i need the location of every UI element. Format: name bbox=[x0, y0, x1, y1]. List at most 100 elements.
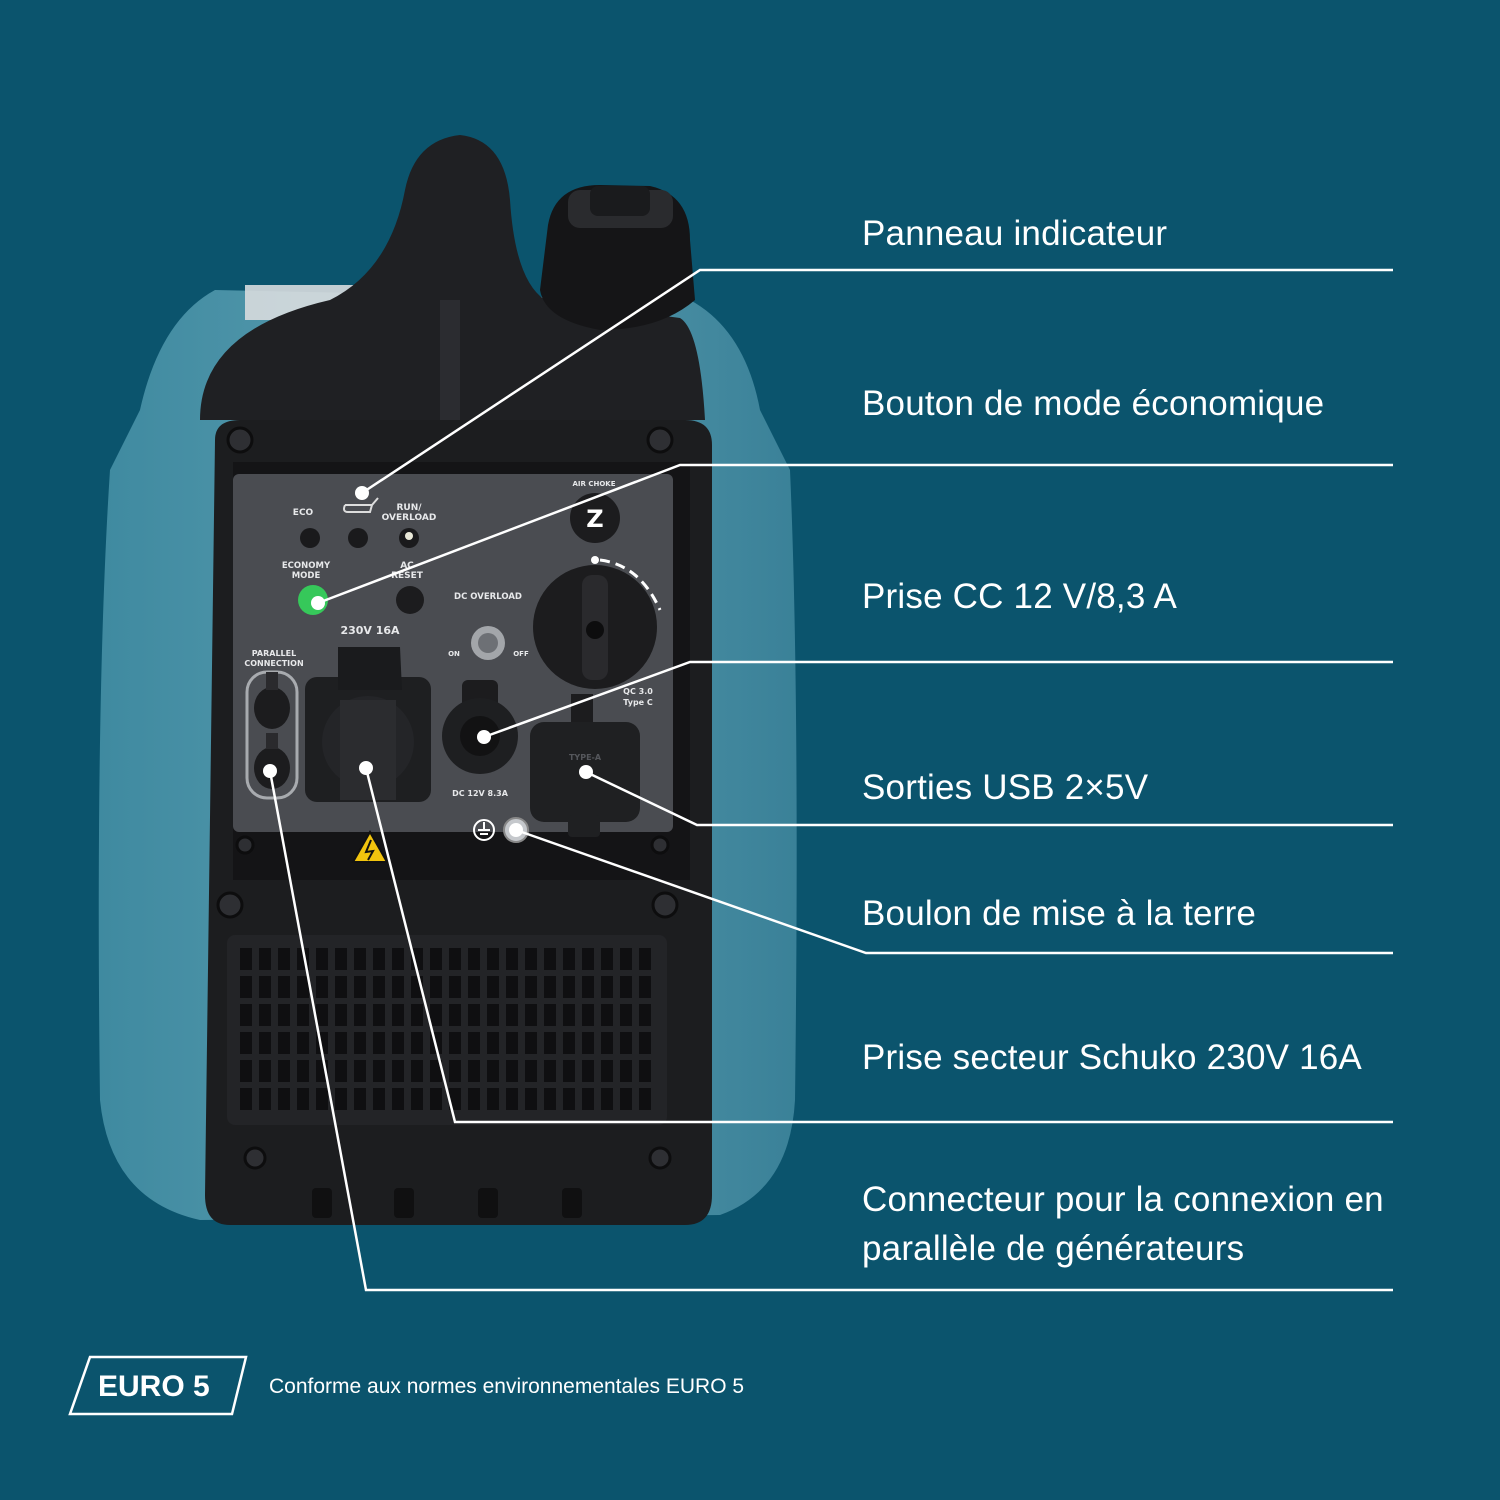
label-usb-outputs: Sorties USB 2×5V bbox=[862, 768, 1149, 807]
vent-slot bbox=[639, 1032, 651, 1054]
vent-slot bbox=[601, 1032, 613, 1054]
vent-slot bbox=[639, 948, 651, 970]
panel-qc-text: QC 3.0 bbox=[623, 687, 653, 696]
air-choke-knob[interactable] bbox=[570, 493, 620, 543]
vent-slot bbox=[373, 1060, 385, 1082]
vent-slot bbox=[544, 1004, 556, 1026]
vent-slot bbox=[259, 1060, 271, 1082]
vent-slot bbox=[259, 1088, 271, 1110]
vent-slot bbox=[525, 948, 537, 970]
vent-slot bbox=[411, 1004, 423, 1026]
vent-slot bbox=[544, 1032, 556, 1054]
parallel-connector-caps[interactable] bbox=[254, 672, 290, 789]
vent-slot bbox=[297, 1088, 309, 1110]
vent-slot bbox=[601, 1088, 613, 1110]
label-parallel-line1: Connecteur pour la connexion en bbox=[862, 1180, 1384, 1219]
leader-line-parallel bbox=[268, 770, 1393, 1292]
vent-slot bbox=[487, 948, 499, 970]
vent-slot bbox=[487, 1032, 499, 1054]
vent-slot bbox=[278, 1032, 290, 1054]
panel-typec-text: Type C bbox=[623, 698, 653, 707]
vent-slot bbox=[468, 1004, 480, 1026]
vent-slot bbox=[392, 948, 404, 970]
vent-slot bbox=[411, 1088, 423, 1110]
vent-slot bbox=[316, 1088, 328, 1110]
vent-slot bbox=[430, 1088, 442, 1110]
panel-economy-text: ECONOMY bbox=[282, 561, 331, 571]
panel-run-text: RUN/ bbox=[396, 503, 422, 513]
vent-slot bbox=[240, 1088, 252, 1110]
leader-line-schuko bbox=[364, 767, 1393, 1124]
vent-slot bbox=[487, 1088, 499, 1110]
vent-slot bbox=[392, 1004, 404, 1026]
panel-eco-text: ECO bbox=[293, 508, 314, 518]
vent-slot bbox=[392, 976, 404, 998]
vent-slot bbox=[468, 1032, 480, 1054]
vent-slot bbox=[620, 976, 632, 998]
label-ground-bolt: Boulon de mise à la terre bbox=[862, 894, 1257, 933]
vent-slot bbox=[392, 1060, 404, 1082]
vent-slot bbox=[468, 1088, 480, 1110]
vent-slot bbox=[506, 1088, 518, 1110]
vent-slot bbox=[335, 1060, 347, 1082]
panel-overload-text: OVERLOAD bbox=[382, 513, 437, 523]
vent-slot bbox=[278, 976, 290, 998]
vent-slot bbox=[506, 948, 518, 970]
vent-slot bbox=[354, 948, 366, 970]
vent-slot bbox=[240, 1032, 252, 1054]
vent-slot bbox=[335, 976, 347, 998]
vent-slot bbox=[468, 1060, 480, 1082]
vent-slot bbox=[525, 1032, 537, 1054]
vent-slot bbox=[430, 1060, 442, 1082]
vent-slot bbox=[373, 1032, 385, 1054]
vent-slot bbox=[582, 948, 594, 970]
vent-slot bbox=[563, 948, 575, 970]
vent-slot bbox=[297, 1060, 309, 1082]
vent-slot bbox=[620, 1088, 632, 1110]
label-eco-button: Bouton de mode économique bbox=[862, 384, 1325, 423]
vent-slot bbox=[525, 1060, 537, 1082]
vent-slot bbox=[411, 1060, 423, 1082]
vent-slot bbox=[544, 976, 556, 998]
vent-slot bbox=[620, 1004, 632, 1026]
indicator-lights bbox=[300, 528, 419, 548]
vent-slot bbox=[335, 948, 347, 970]
vent-slot bbox=[259, 948, 271, 970]
vent-slot bbox=[563, 1004, 575, 1026]
vent-slot bbox=[392, 1088, 404, 1110]
vent-slot bbox=[297, 1032, 309, 1054]
label-parallel-line2: parallèle de générateurs bbox=[862, 1229, 1245, 1268]
vent-slot bbox=[563, 976, 575, 998]
vent-slot bbox=[582, 1060, 594, 1082]
vent-slot bbox=[563, 1088, 575, 1110]
vent-slot bbox=[582, 1032, 594, 1054]
vent-slot bbox=[620, 948, 632, 970]
vent-slot bbox=[639, 1060, 651, 1082]
vent-slot bbox=[373, 976, 385, 998]
vent-slot bbox=[525, 976, 537, 998]
dc-overload-breaker[interactable] bbox=[471, 626, 505, 660]
vent-slot bbox=[601, 1060, 613, 1082]
vent-slot bbox=[297, 1004, 309, 1026]
vent-slot bbox=[373, 1088, 385, 1110]
vent-slot bbox=[278, 1004, 290, 1026]
fuel-switch-dial[interactable] bbox=[533, 556, 662, 689]
vent-slot bbox=[259, 1032, 271, 1054]
vent-slot bbox=[354, 1032, 366, 1054]
electric-warning-icon bbox=[351, 829, 389, 863]
vent-slot bbox=[525, 1004, 537, 1026]
vent-slot bbox=[430, 976, 442, 998]
euro5-badge-text: EURO 5 bbox=[98, 1370, 210, 1403]
usb-cover-text: TYPE-A bbox=[569, 753, 602, 762]
vent-slot bbox=[449, 1060, 461, 1082]
vent-slot bbox=[639, 976, 651, 998]
vent-slot bbox=[354, 976, 366, 998]
ac-reset-button[interactable] bbox=[396, 586, 424, 614]
leader-line-dots bbox=[263, 486, 593, 837]
vent-slot bbox=[468, 976, 480, 998]
panel-reset-text: RESET bbox=[391, 571, 424, 581]
panel-ac-rating-text: 230V 16A bbox=[340, 624, 400, 637]
euro5-compliance-text: Conforme aux normes environnementales EU… bbox=[269, 1375, 745, 1398]
schuko-socket[interactable] bbox=[305, 647, 431, 802]
vent-slot bbox=[506, 976, 518, 998]
